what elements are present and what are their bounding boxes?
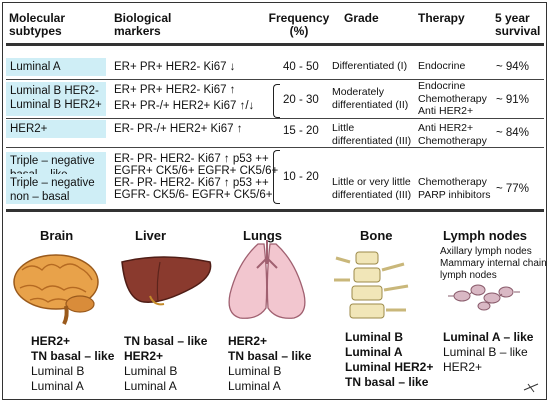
organ-title-bone: Bone [360, 228, 393, 243]
corner-mark-icon [523, 383, 539, 393]
organ-list-bone: Luminal B Luminal A Luminal HER2+ TN bas… [345, 330, 434, 389]
subtype-her2: HER2+ [6, 120, 106, 138]
organ-title-liver: Liver [135, 228, 167, 243]
row-divider [6, 79, 544, 80]
frequency-luminal-b: 20 - 30 [283, 94, 319, 106]
figure-frame [2, 2, 547, 400]
subtype-luminal-a: Luminal A [6, 58, 106, 76]
markers-tn-non-basal-2: EGFR- CK5/6- EGFR+ CK5/6+ [114, 189, 273, 201]
organ-list-lungs: HER2+ TN basal – like Luminal B Luminal … [228, 334, 312, 393]
header-rule [6, 43, 544, 46]
survival-tn: ~ 77% [496, 183, 529, 195]
therapy-her2: Anti HER2+Chemotherapy [418, 122, 487, 147]
markers-tn-basal-2: EGFR+ CK5/6+ EGFR+ CK5/6+ [114, 165, 279, 177]
frequency-luminal-a: 40 - 50 [283, 61, 319, 73]
markers-luminal-a: ER+ PR+ HER2- Ki67 ↓ [114, 61, 236, 73]
markers-tn-basal-1: ER- PR- HER2- Ki67 ↑ p53 ++ [114, 153, 269, 165]
bracket-luminal-b [273, 84, 280, 118]
table-bottom-rule [6, 209, 544, 212]
survival-luminal-b: ~ 91% [496, 94, 529, 106]
lungs-icon [228, 240, 306, 319]
frequency-tn: 10 - 20 [283, 171, 319, 183]
markers-her2: ER- PR-/+ HER2+ Ki67 ↑ [114, 123, 243, 135]
survival-her2: ~ 84% [496, 127, 529, 139]
subtype-luminal-b: Luminal B HER2-Luminal B HER2+ [6, 82, 106, 116]
frequency-her2: 15 - 20 [283, 125, 319, 137]
brain-icon [13, 254, 99, 325]
markers-luminal-b-her2-neg: ER+ PR+ HER2- Ki67 ↑ [114, 84, 236, 96]
therapy-luminal-a: Endocrine [418, 60, 466, 72]
organ-list-lymph-nodes: Luminal A – like Luminal B – like HER2+ [443, 330, 534, 374]
markers-tn-non-basal-1: ER- PR- HER2- Ki67 ↑ p53 ++ [114, 177, 269, 189]
bone-icon [334, 251, 409, 319]
header-therapy: Therapy [418, 11, 465, 25]
header-grade: Grade [344, 11, 379, 25]
markers-luminal-b-her2-pos: ER+ PR-/+ HER2+ Ki67 ↑/↓ [114, 100, 255, 112]
header-frequency: Frequency(%) [268, 11, 330, 38]
bracket-tn [273, 150, 280, 204]
row-divider [6, 118, 544, 119]
grade-luminal-a: Differentiated (I) [332, 60, 408, 72]
organ-title-lungs: Lungs [243, 228, 282, 243]
survival-luminal-a: ~ 94% [496, 61, 529, 73]
organ-title-brain: Brain [40, 228, 74, 243]
organ-list-liver: TN basal – like HER2+ Luminal B Luminal … [124, 334, 208, 393]
liver-icon [121, 256, 212, 306]
row-divider [6, 147, 544, 148]
organ-title-lymph-nodes: Lymph nodes [443, 228, 528, 243]
lymph-nodes-icon [448, 284, 520, 311]
organ-list-brain: HER2+ TN basal – like Luminal B Luminal … [31, 334, 115, 393]
